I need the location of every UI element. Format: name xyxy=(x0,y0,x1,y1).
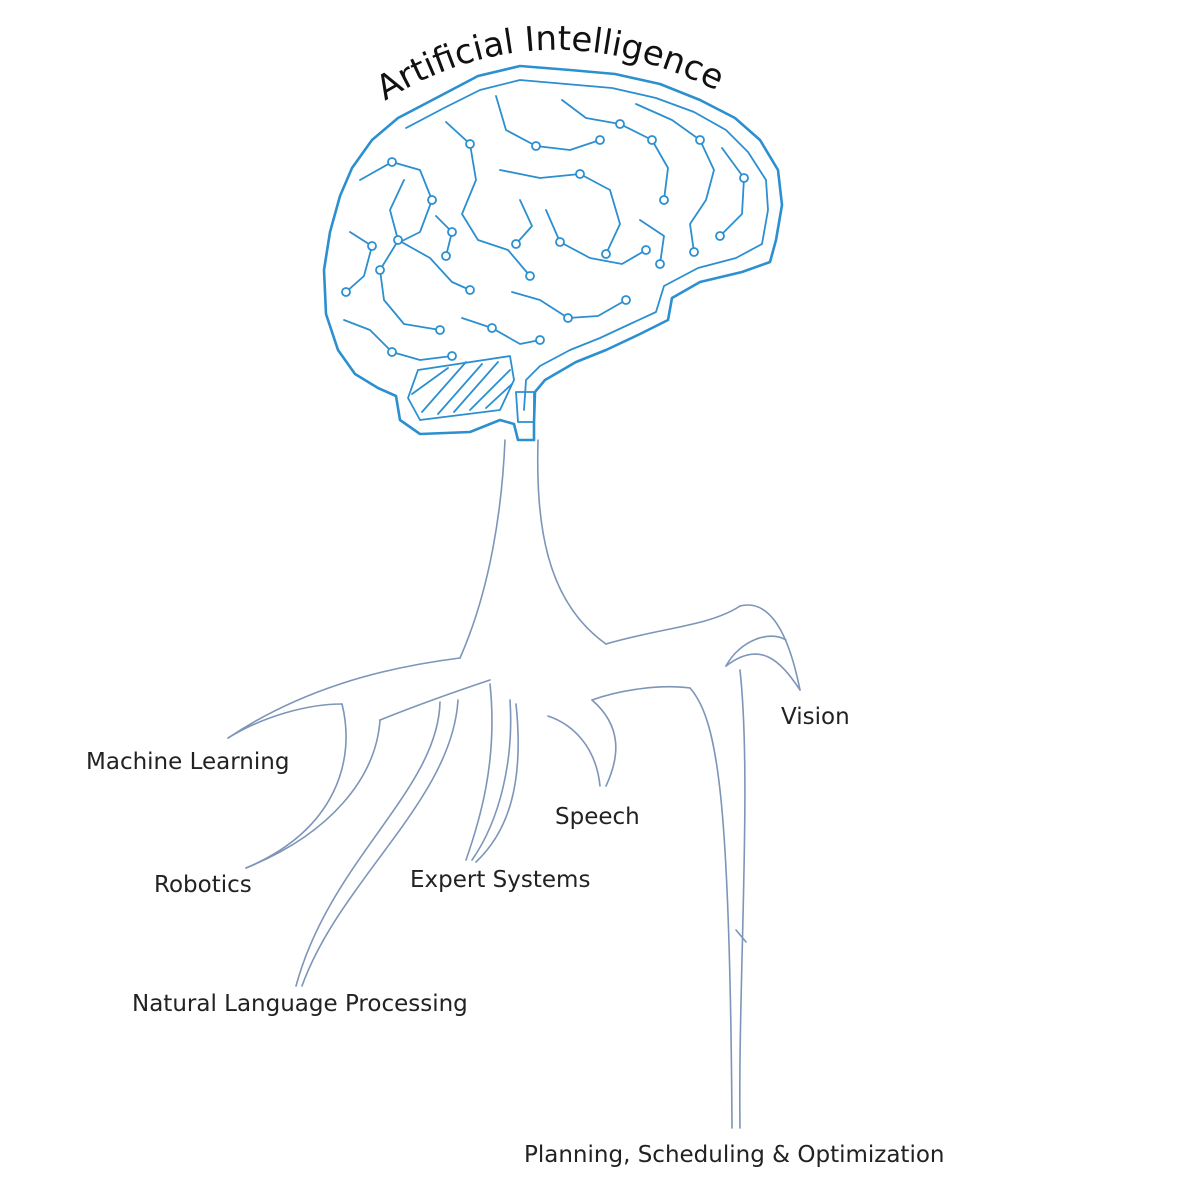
circuit-brain-icon xyxy=(322,64,784,442)
diagram-title: Artificial Intelligence xyxy=(369,19,730,109)
label-speech: Speech xyxy=(555,804,640,830)
root-vision xyxy=(605,605,741,645)
label-expert-systems: Expert Systems xyxy=(410,867,591,893)
root-nlp xyxy=(295,701,441,987)
tree-roots xyxy=(227,604,801,1129)
label-planning-scheduling-optimization: Planning, Scheduling & Optimization xyxy=(524,1142,945,1168)
root-planning xyxy=(689,687,733,1129)
label-vision: Vision xyxy=(781,704,850,730)
root-speech xyxy=(547,715,601,787)
label-natural-language-processing: Natural Language Processing xyxy=(132,991,468,1017)
label-machine-learning: Machine Learning xyxy=(86,749,290,775)
label-robotics: Robotics xyxy=(154,872,252,898)
root-expert-systems xyxy=(465,683,493,861)
root-robotics xyxy=(245,703,347,869)
tree-trunk xyxy=(459,439,607,659)
root-machine-learning xyxy=(227,657,461,739)
